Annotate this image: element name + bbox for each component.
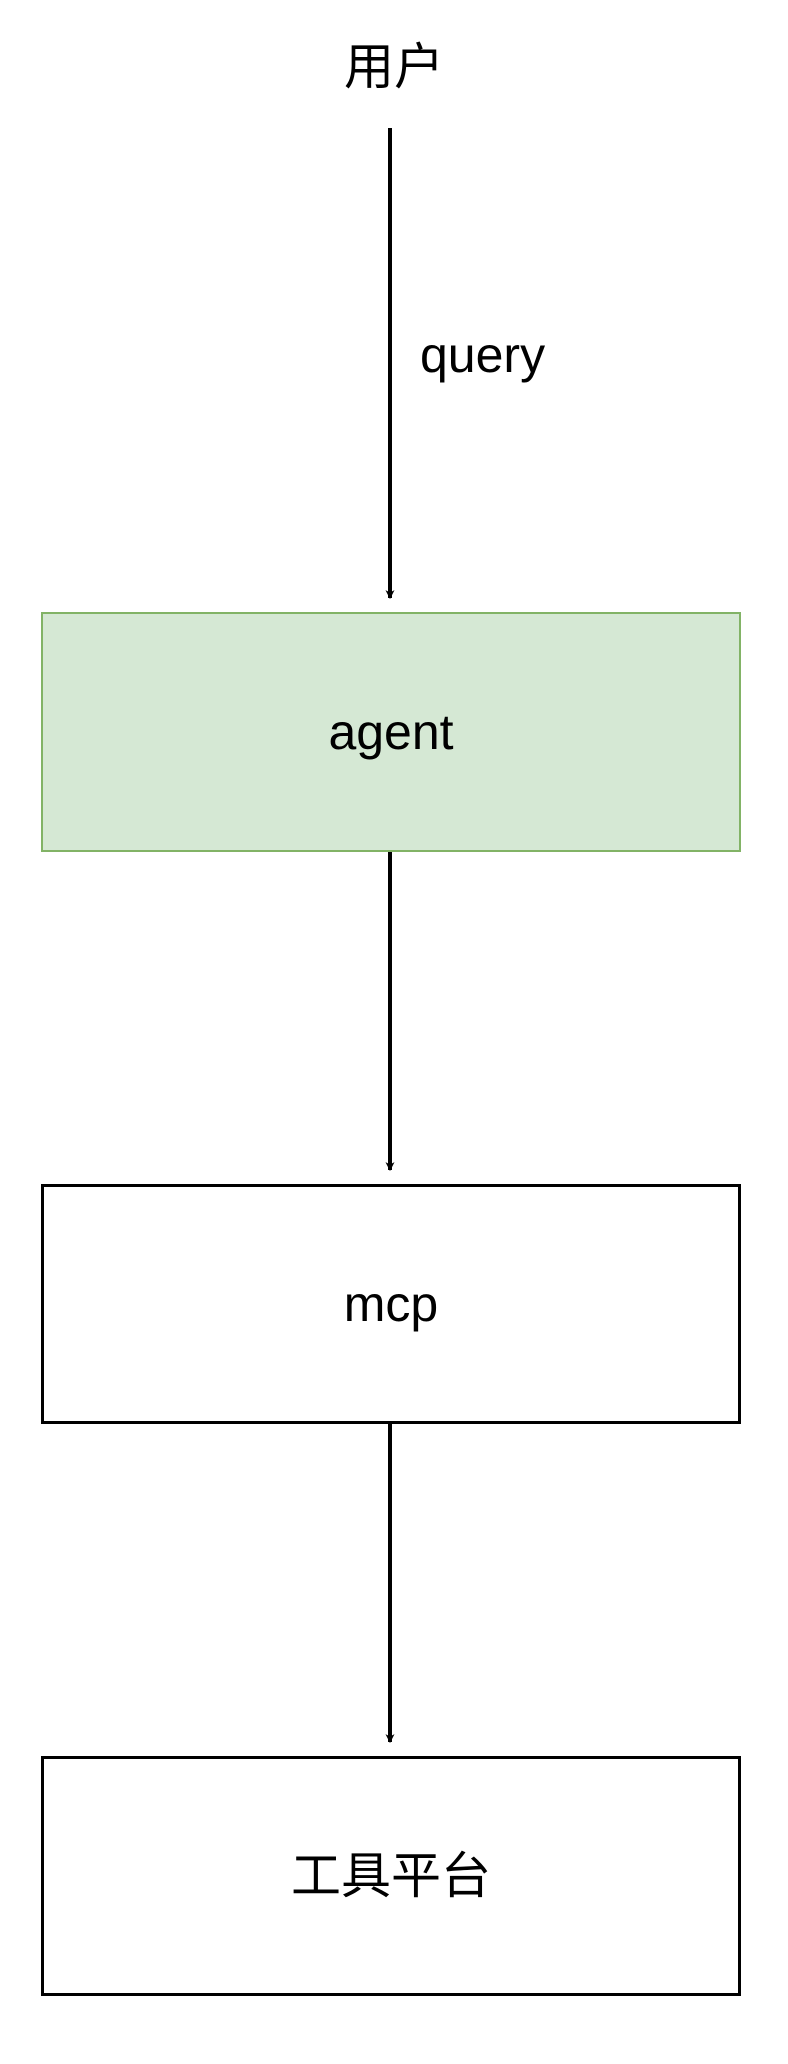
- node-tool-platform-label: 工具平台: [291, 1848, 491, 1904]
- node-user-label: 用户: [344, 39, 444, 95]
- node-mcp[interactable]: mcp: [41, 1184, 741, 1424]
- node-tool-platform[interactable]: 工具平台: [41, 1756, 741, 1996]
- node-agent[interactable]: agent: [41, 612, 741, 852]
- edge-label-query: query: [420, 327, 546, 383]
- node-mcp-label: mcp: [343, 1276, 439, 1332]
- node-agent-label: agent: [328, 704, 454, 760]
